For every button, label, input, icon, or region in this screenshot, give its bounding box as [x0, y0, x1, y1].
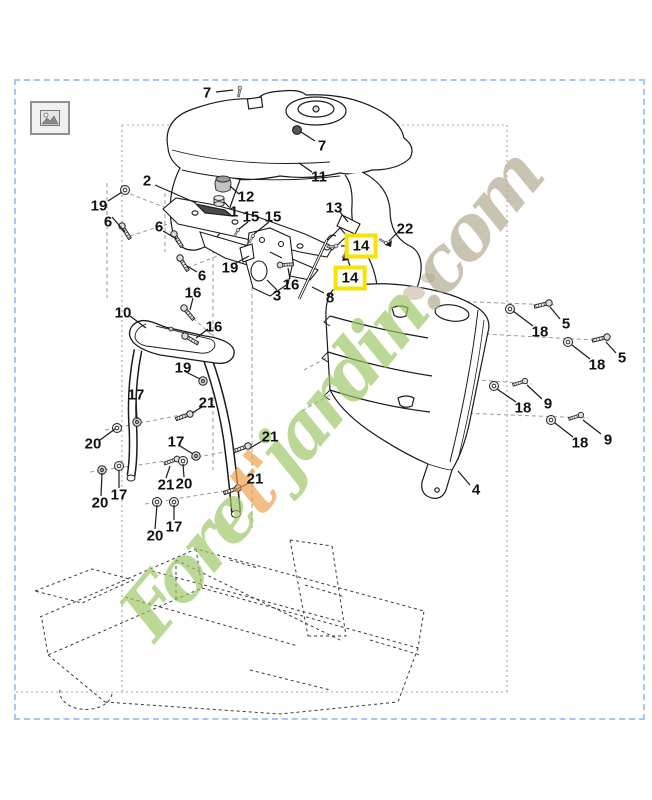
image-placeholder-icon: [30, 101, 70, 135]
callout-6-1[interactable]: 6: [103, 213, 113, 231]
callout-3[interactable]: 3: [272, 287, 282, 305]
leader-lines: [99, 89, 617, 530]
callout-14-1[interactable]: 14: [344, 233, 378, 259]
chassis-ghost: [33, 539, 425, 715]
callout-21-2[interactable]: 21: [261, 428, 279, 446]
callout-15-1[interactable]: 15: [242, 208, 260, 226]
watermark-smudges: [403, 273, 435, 300]
callout-17-4[interactable]: 17: [165, 518, 183, 536]
callout-6-3[interactable]: 6: [197, 267, 207, 285]
callout-8[interactable]: 8: [325, 289, 335, 307]
callout-17-1[interactable]: 17: [127, 386, 145, 404]
callout-20-4[interactable]: 20: [146, 527, 164, 545]
callout-10[interactable]: 10: [114, 304, 132, 322]
callout-17-3[interactable]: 17: [110, 486, 128, 504]
callout-2[interactable]: 2: [142, 172, 152, 190]
control-rod-part: [297, 234, 337, 300]
callout-4[interactable]: 4: [471, 481, 481, 499]
callout-13[interactable]: 13: [325, 199, 343, 217]
callout-16-3[interactable]: 16: [205, 318, 223, 336]
callout-1[interactable]: 1: [229, 203, 239, 221]
callout-22[interactable]: 22: [396, 220, 414, 238]
callout-18-4[interactable]: 18: [571, 434, 589, 452]
callout-9-2[interactable]: 9: [603, 431, 613, 449]
callout-5-2[interactable]: 5: [617, 349, 627, 367]
callout-7-1[interactable]: 7: [202, 84, 212, 102]
callout-17-2[interactable]: 17: [167, 433, 185, 451]
callout-12[interactable]: 12: [237, 188, 255, 206]
callout-11[interactable]: 11: [311, 168, 327, 186]
callout-7-2[interactable]: 7: [317, 137, 327, 155]
callout-16-1[interactable]: 16: [282, 276, 300, 294]
callout-20-3[interactable]: 20: [91, 494, 109, 512]
callout-16-2[interactable]: 16: [184, 284, 202, 302]
callout-19-1[interactable]: 19: [90, 197, 108, 215]
callout-6-2[interactable]: 6: [154, 218, 164, 236]
console-plate-part: [239, 227, 294, 297]
callout-19-3[interactable]: 19: [174, 359, 192, 377]
callout-5-1[interactable]: 5: [561, 315, 571, 333]
callout-21-4[interactable]: 21: [246, 470, 264, 488]
callout-15-2[interactable]: 15: [264, 208, 282, 226]
handlebar-part: [126, 319, 241, 518]
callout-19-2[interactable]: 19: [221, 259, 239, 277]
callout-18-2[interactable]: 18: [588, 356, 606, 374]
cap-and-bushing-parts: [213, 175, 232, 207]
callout-18-3[interactable]: 18: [514, 399, 532, 417]
callout-21-3[interactable]: 21: [157, 476, 175, 494]
callout-20-2[interactable]: 20: [175, 475, 193, 493]
callout-21-1[interactable]: 21: [198, 394, 216, 412]
callout-14-2[interactable]: 14: [333, 265, 367, 291]
callout-9-1[interactable]: 9: [543, 395, 553, 413]
callout-20-1[interactable]: 20: [84, 435, 102, 453]
small-pins: [232, 85, 389, 259]
callout-18-1[interactable]: 18: [531, 323, 549, 341]
dashboard-panel-part: [321, 283, 490, 499]
